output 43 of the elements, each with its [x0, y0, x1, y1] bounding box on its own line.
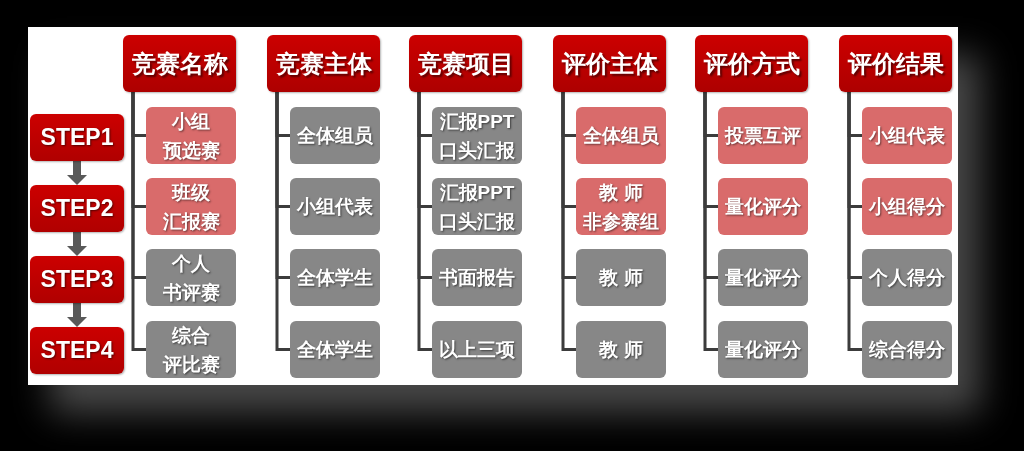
header-box: 竞赛主体 — [267, 35, 380, 92]
header-box: 评价主体 — [553, 35, 666, 92]
item-box: 班级汇报赛 — [146, 178, 236, 235]
item-box: 量化评分 — [718, 249, 808, 306]
item-box: 小组得分 — [862, 178, 952, 235]
step-box: STEP4 — [30, 327, 124, 374]
step-box: STEP1 — [30, 114, 124, 161]
item-box: 量化评分 — [718, 178, 808, 235]
connector-line — [847, 92, 862, 351]
item-box: 全体组员 — [576, 107, 666, 164]
step-box: STEP3 — [30, 256, 124, 303]
item-box: 量化评分 — [718, 321, 808, 378]
item-box: 汇报PPT口头汇报 — [432, 178, 522, 235]
header-box: 竞赛名称 — [123, 35, 236, 92]
connector-line — [703, 92, 718, 351]
item-box: 个人得分 — [862, 249, 952, 306]
item-box: 汇报PPT口头汇报 — [432, 107, 522, 164]
item-box: 小组代表 — [290, 178, 380, 235]
item-box: 以上三项 — [432, 321, 522, 378]
arrow — [67, 161, 87, 185]
item-box: 个人书评赛 — [146, 249, 236, 306]
item-box: 综合评比赛 — [146, 321, 236, 378]
item-box: 书面报告 — [432, 249, 522, 306]
arrow — [67, 232, 87, 256]
item-box: 全体学生 — [290, 321, 380, 378]
item-box: 全体组员 — [290, 107, 380, 164]
item-box: 全体学生 — [290, 249, 380, 306]
connector-line — [561, 92, 576, 351]
arrow — [67, 303, 87, 327]
connector-line — [275, 92, 290, 351]
item-box: 综合得分 — [862, 321, 952, 378]
step-box: STEP2 — [30, 185, 124, 232]
connector-line — [131, 92, 146, 351]
item-box: 小组预选赛 — [146, 107, 236, 164]
item-box: 小组代表 — [862, 107, 952, 164]
item-box: 投票互评 — [718, 107, 808, 164]
item-box: 教 师非参赛组 — [576, 178, 666, 235]
header-box: 评价方式 — [695, 35, 808, 92]
header-box: 竞赛项目 — [409, 35, 522, 92]
item-box: 教 师 — [576, 249, 666, 306]
connector-line — [417, 92, 432, 351]
item-box: 教 师 — [576, 321, 666, 378]
header-box: 评价结果 — [839, 35, 952, 92]
